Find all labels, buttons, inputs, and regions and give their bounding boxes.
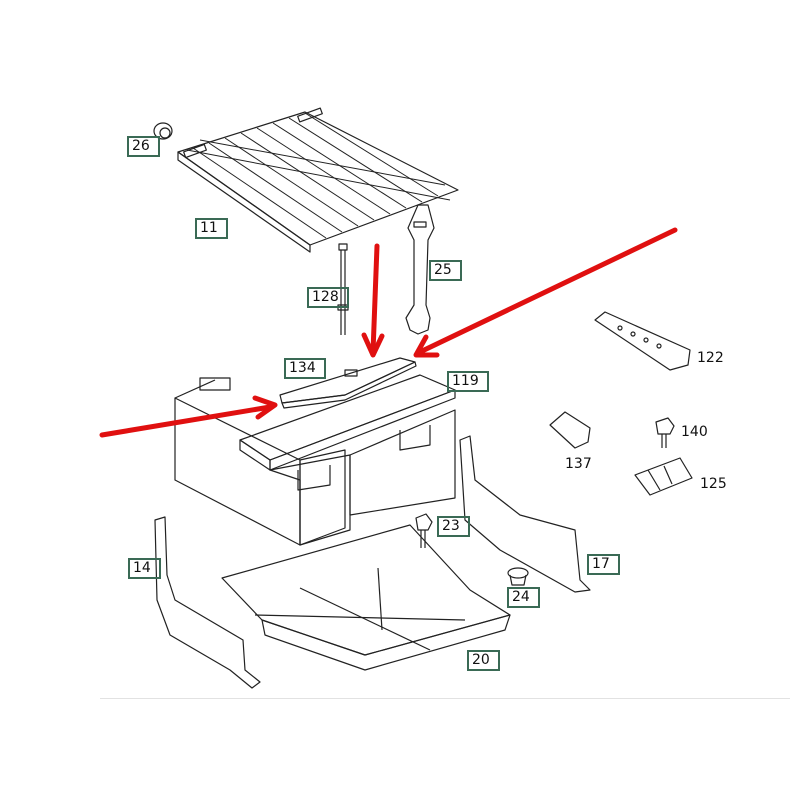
- label-23: 23: [437, 516, 470, 537]
- red-arrows: [99, 227, 678, 438]
- part-20-tray: [221, 524, 511, 671]
- part-122-bracket: [594, 311, 691, 371]
- label-11: 11: [195, 218, 228, 239]
- part-23-bolt: [415, 513, 433, 548]
- part-26-grommet: [153, 122, 173, 140]
- frame-line: [100, 698, 790, 699]
- part-24-plug: [507, 567, 529, 586]
- arrow-left: [99, 404, 273, 438]
- part-125-holder: [634, 457, 693, 496]
- part-25-wrench: [405, 204, 435, 335]
- part-17-bracket: [459, 435, 591, 593]
- part-134-clamp: [279, 357, 417, 409]
- part-140-bolt: [655, 417, 675, 448]
- label-119: 119: [447, 371, 489, 392]
- label-125: 125: [700, 476, 727, 492]
- label-14: 14: [128, 558, 161, 579]
- label-17: 17: [587, 554, 620, 575]
- arrow-right: [417, 227, 678, 355]
- label-20: 20: [467, 650, 500, 671]
- label-24: 24: [507, 587, 540, 608]
- label-137: 137: [565, 456, 592, 472]
- label-140: 140: [681, 424, 708, 440]
- label-128: 128: [307, 287, 349, 308]
- part-11-cover: [177, 107, 459, 253]
- part-137-clip: [549, 411, 591, 449]
- label-26: 26: [127, 136, 160, 157]
- part-119-carrier: [239, 374, 456, 546]
- label-122: 122: [697, 350, 724, 366]
- arrow-top: [370, 243, 380, 355]
- label-134: 134: [284, 358, 326, 379]
- label-25: 25: [429, 260, 462, 281]
- part-14-bracket: [154, 516, 261, 689]
